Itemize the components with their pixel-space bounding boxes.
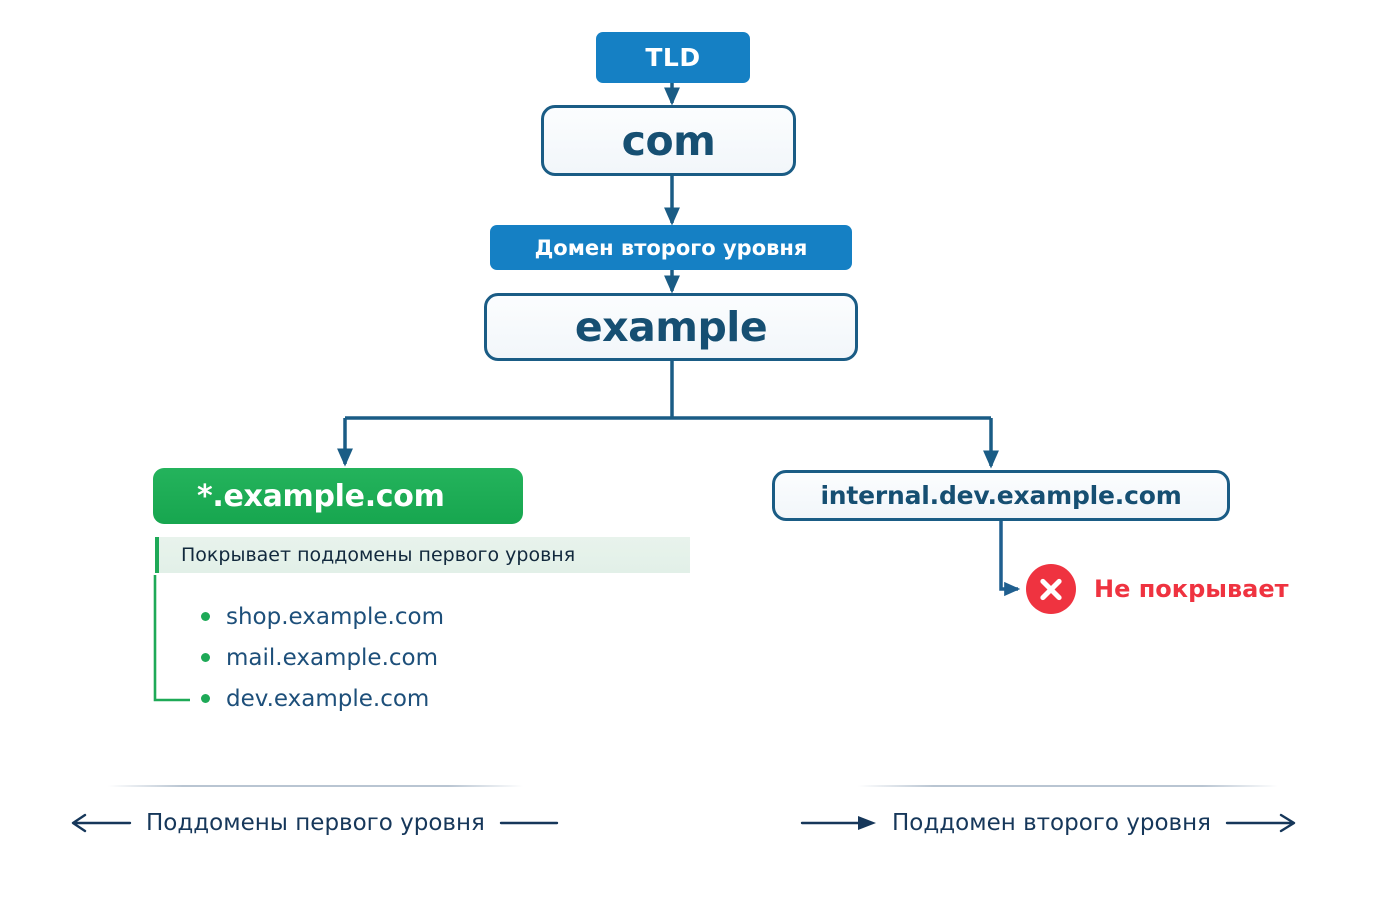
legend-divider-left — [108, 785, 523, 787]
covered-subdomain-list: shop.example.com mail.example.com dev.ex… — [201, 596, 444, 719]
legend-first-level: Поддомены первого уровня — [68, 810, 559, 836]
covered-subdomain: dev.example.com — [226, 685, 430, 712]
legend-right-label: Поддомен второго уровня — [892, 810, 1211, 836]
legend-left-label: Поддомены первого уровня — [146, 810, 485, 836]
arrow-right-filled-icon — [800, 816, 876, 830]
wildcard-group: *.example.com Покрывает поддомены первог… — [153, 468, 693, 713]
arrow-right-icon — [1225, 813, 1296, 833]
wildcard-caption: Покрывает поддомены первого уровня — [155, 537, 690, 573]
wildcard-certificate-box: *.example.com — [153, 468, 523, 524]
list-item: dev.example.com — [201, 678, 444, 719]
wire-internal-to-not-covered — [999, 521, 1021, 597]
not-covered-marker: Не покрывает — [1026, 564, 1289, 614]
deep-subdomain-box: internal.dev.example.com — [772, 470, 1230, 521]
tld-value-box: com — [541, 105, 796, 176]
not-covered-label: Не покрывает — [1094, 575, 1289, 603]
list-item: shop.example.com — [201, 596, 444, 637]
bullet-dot-icon — [201, 612, 210, 621]
arrow-left-icon — [71, 813, 132, 833]
legend-second-level: Поддомен второго уровня — [800, 810, 1297, 836]
second-level-domain-box: example — [484, 293, 858, 361]
bullet-dot-icon — [201, 653, 210, 662]
legend-line-right-icon — [499, 821, 559, 825]
wire-example-branch-bus — [345, 361, 991, 420]
list-item: mail.example.com — [201, 637, 444, 678]
bullet-dot-icon — [201, 694, 210, 703]
covered-subdomain: mail.example.com — [226, 644, 439, 671]
x-circle-icon — [1026, 564, 1076, 614]
second-level-domain-tag: Домен второго уровня — [490, 225, 852, 270]
legend-divider-right — [858, 785, 1278, 787]
covered-subdomain: shop.example.com — [226, 603, 444, 630]
tld-tag: TLD — [596, 32, 750, 83]
